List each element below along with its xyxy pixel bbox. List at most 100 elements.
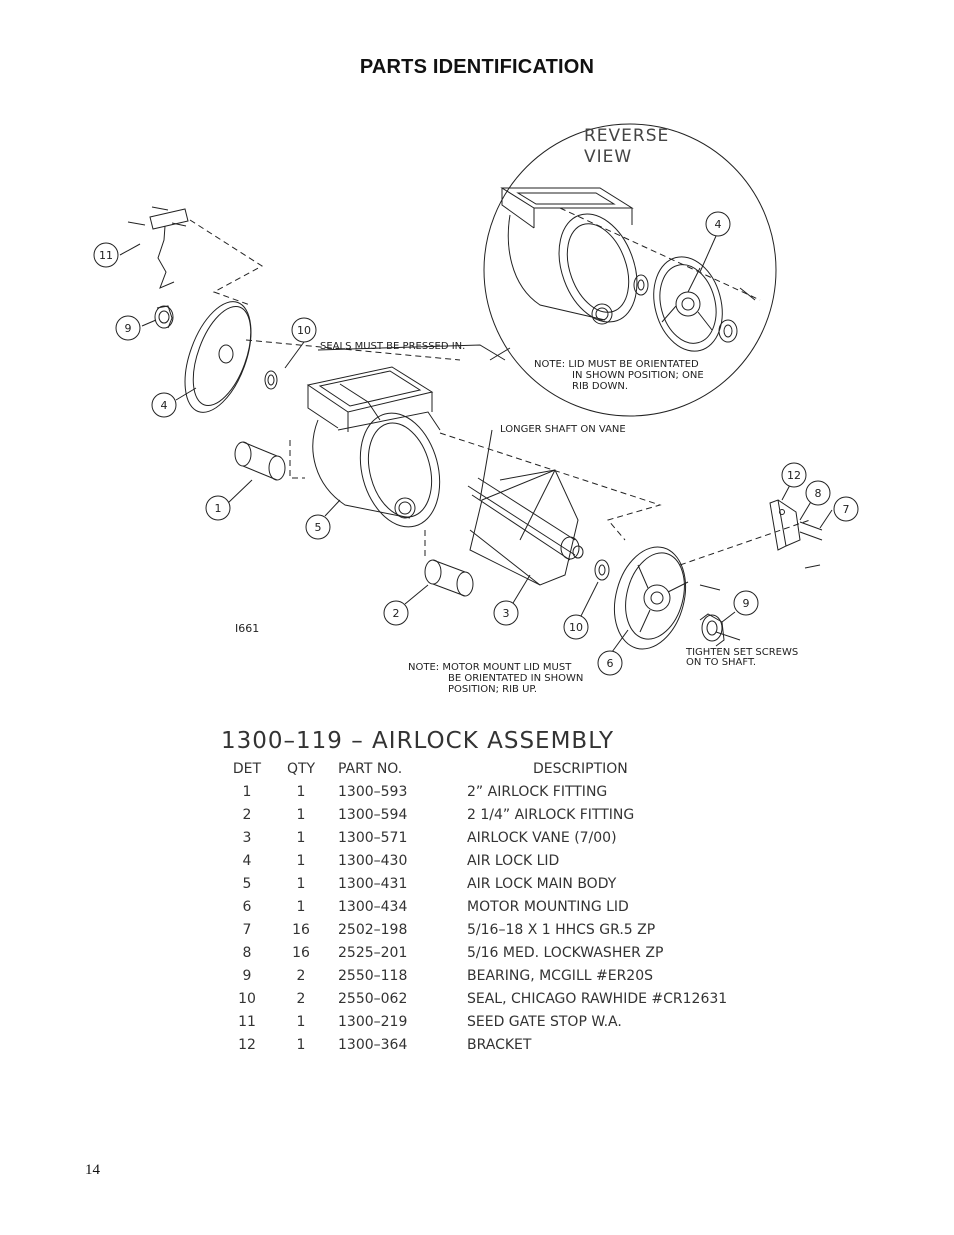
header-qty: QTY	[286, 761, 316, 777]
callout-label: 10	[297, 324, 311, 337]
note-set-screws: ON TO SHAFT.	[686, 657, 756, 668]
parts-table-header: DET QTY PART NO. DESCRIPTION	[216, 760, 833, 780]
cell-description: MOTOR MOUNTING LID	[467, 899, 629, 915]
note-motor-lid: BE ORIENTATED IN SHOWN	[448, 673, 583, 684]
cell-description: 5/16 MED. LOCKWASHER ZP	[467, 945, 664, 961]
cell-qty: 1	[296, 853, 306, 869]
cell-qty: 1	[296, 899, 306, 915]
fitting-2-drawing	[424, 559, 474, 597]
cell-part-no: 2525–201	[338, 945, 408, 961]
table-row: 6 1 1300–434 MOTOR MOUNTING LID	[216, 895, 833, 918]
cell-description: SEAL, CHICAGO RAWHIDE #CR12631	[467, 991, 728, 1007]
callout-label: 6	[607, 657, 614, 670]
note-set-screws: TIGHTEN SET SCREWS	[685, 647, 798, 658]
callout-label: 1	[215, 502, 222, 515]
callout-2	[383, 600, 409, 626]
cell-description: BRACKET	[467, 1037, 532, 1053]
bearing-right-drawing	[699, 613, 741, 647]
callout-6	[597, 650, 623, 676]
cell-description: 2” AIRLOCK FITTING	[467, 784, 608, 800]
bearing-left-drawing	[154, 305, 174, 329]
lid-left-drawing	[184, 301, 252, 413]
cell-qty: 16	[292, 945, 310, 961]
reverse-view-label: VIEW	[584, 147, 632, 167]
callout-label: 4	[715, 218, 722, 231]
callout-4	[151, 392, 177, 418]
cell-part-no: 1300–430	[338, 853, 408, 869]
cell-det: 7	[242, 922, 252, 938]
cell-part-no: 1300–219	[338, 1014, 408, 1030]
page-number: 14	[85, 1162, 100, 1178]
note-shaft: LONGER SHAFT ON VANE	[500, 424, 626, 435]
main-body-drawing	[306, 366, 441, 528]
note-lid: IN SHOWN POSITION; ONE	[572, 370, 704, 381]
callout-label: 3	[503, 607, 510, 620]
bracket-drawing	[769, 499, 823, 551]
cell-part-no: 1300–434	[338, 899, 408, 915]
callout-12	[781, 462, 807, 488]
cell-description: AIR LOCK LID	[467, 853, 560, 869]
header-part-no: PART NO.	[338, 761, 403, 777]
fitting-1-drawing	[234, 441, 286, 481]
callout-label: 7	[843, 503, 850, 516]
note-lid: NOTE: LID MUST BE ORIENTATED	[534, 359, 699, 370]
reverse-view-label: REVERSE	[584, 126, 669, 146]
callout-9	[115, 315, 141, 341]
cell-part-no: 2502–198	[338, 922, 408, 938]
cell-det: 12	[238, 1037, 256, 1053]
cell-det: 11	[238, 1014, 256, 1030]
callout-label: 11	[99, 249, 113, 262]
seal-right-drawing	[594, 559, 610, 581]
cell-qty: 2	[296, 991, 306, 1007]
header-description: DESCRIPTION	[533, 761, 628, 777]
cell-det: 6	[242, 899, 252, 915]
table-row: 8 16 2525–201 5/16 MED. LOCKWASHER ZP	[216, 941, 833, 964]
callout-10	[291, 317, 317, 343]
callout-label: 2	[393, 607, 400, 620]
callout-4r	[705, 211, 731, 237]
exploded-parts-diagram: REVERSE VIEW	[93, 123, 859, 695]
motor-lid-drawing	[614, 546, 689, 650]
note-motor-lid: NOTE: MOTOR MOUNT LID MUST	[408, 662, 572, 673]
cell-description: 5/16–18 X 1 HHCS GR.5 ZP	[467, 922, 656, 938]
callout-1	[205, 495, 231, 521]
callout-label: 5	[315, 521, 322, 534]
cell-det: 9	[242, 968, 252, 984]
header-det: DET	[232, 761, 262, 777]
cell-description: SEED GATE STOP W.A.	[467, 1014, 622, 1030]
note-seals: SEALS MUST BE PRESSED IN.	[320, 341, 465, 352]
assembly-title: 1300–119 – AIRLOCK ASSEMBLY	[221, 728, 615, 754]
cell-qty: 1	[296, 1037, 306, 1053]
cell-part-no: 2550–118	[338, 968, 408, 984]
cell-det: 8	[242, 945, 252, 961]
table-row: 10 2 2550–062 SEAL, CHICAGO RAWHIDE #CR1263…	[216, 987, 833, 1010]
cell-qty: 1	[296, 830, 306, 846]
cell-part-no: 2550–062	[338, 991, 408, 1007]
cell-part-no: 1300–431	[338, 876, 408, 892]
callout-8	[805, 480, 831, 506]
cell-det: 1	[242, 784, 252, 800]
figure-id: I661	[235, 622, 259, 635]
cell-det: 2	[242, 807, 252, 823]
cell-qty: 1	[296, 1014, 306, 1030]
cell-part-no: 1300–571	[338, 830, 408, 846]
cell-description: 2 1/4” AIRLOCK FITTING	[467, 807, 635, 823]
cell-qty: 1	[296, 876, 306, 892]
reverse-view-circle	[483, 123, 777, 417]
cell-qty: 1	[296, 807, 306, 823]
note-lid: RIB DOWN.	[572, 381, 628, 392]
cell-det: 3	[242, 830, 252, 846]
cell-description: AIRLOCK VANE (7/00)	[467, 830, 617, 846]
seal-left-drawing	[264, 370, 278, 390]
callout-label: 8	[815, 487, 822, 500]
cell-det: 10	[238, 991, 256, 1007]
